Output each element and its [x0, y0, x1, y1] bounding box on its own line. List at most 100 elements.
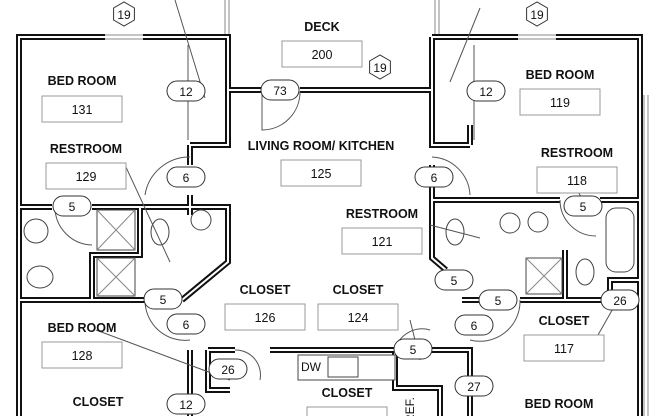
room-bedroom-119: BED ROOM 119 — [519, 68, 601, 116]
room-number: 125 — [311, 167, 332, 181]
hex-tag-text: 19 — [530, 8, 544, 22]
room-closet-bl: CLOSET — [73, 395, 124, 409]
door-tag-text: 12 — [179, 398, 193, 412]
door-tag-text: 5 — [410, 343, 417, 357]
room-number-box — [224, 303, 306, 331]
room-number-box — [45, 162, 127, 190]
door-tag: 6 — [454, 314, 494, 336]
hex-tag-text: 19 — [117, 8, 131, 22]
room-number-box — [536, 166, 618, 194]
room-label: CLOSET — [333, 283, 384, 297]
door-tag: 6 — [166, 313, 206, 335]
hexagon-icon — [369, 54, 391, 80]
door-tag-oval — [414, 166, 454, 188]
door-tag-oval — [466, 80, 506, 102]
sink-icon — [499, 212, 521, 234]
room-closet-124: CLOSET 124 — [317, 283, 399, 331]
door-tag: 6 — [166, 166, 206, 188]
room-number: 200 — [312, 48, 333, 62]
door-tag-oval — [478, 289, 518, 311]
room-label: CLOSET — [73, 395, 124, 409]
room-label: RESTROOM — [541, 146, 613, 160]
hexagon-icon — [113, 1, 135, 27]
door-tag-oval — [143, 288, 183, 310]
door-tag-text: 12 — [479, 85, 493, 99]
door-tag: 26 — [600, 289, 640, 311]
room-number-box — [306, 406, 388, 416]
hexagon-icon — [526, 1, 548, 27]
door-tag-oval — [600, 289, 640, 311]
door-tag: 73 — [260, 79, 300, 101]
room-bedroom-128: BED ROOM 128 — [41, 321, 123, 369]
room-number: 131 — [72, 103, 93, 117]
door-tag-oval — [454, 314, 494, 336]
room-label: BED ROOM — [525, 397, 594, 411]
hex-tag: 19 — [526, 1, 548, 27]
room-number-box — [317, 303, 399, 331]
room-label: BED ROOM — [48, 321, 117, 335]
room-label: RESTROOM — [50, 142, 122, 156]
refrigerator-label: REF. — [403, 397, 417, 416]
room-label: CLOSET — [240, 283, 291, 297]
door-tag-text: 6 — [431, 171, 438, 185]
door-tag-text: 12 — [179, 85, 193, 99]
room-label: BED ROOM — [526, 68, 595, 82]
room-number-box — [519, 88, 601, 116]
room-number-box — [41, 341, 123, 369]
room-number: 119 — [550, 96, 570, 110]
room-number: 124 — [348, 311, 369, 325]
door-tag-oval — [52, 195, 92, 217]
door-tag: 26 — [208, 358, 248, 380]
door-tag: 5 — [478, 289, 518, 311]
room-label: CLOSET — [539, 314, 590, 328]
room-number: 118 — [567, 174, 587, 188]
door-tag-oval — [208, 358, 248, 380]
room-number: 126 — [255, 311, 276, 325]
door-tag: 5 — [563, 195, 603, 217]
door-tag-text: 6 — [183, 171, 190, 185]
toilet-icon — [150, 218, 170, 246]
door-tag-text: 27 — [467, 380, 481, 394]
door-tag-oval — [166, 80, 206, 102]
door-tag: 12 — [166, 80, 206, 102]
hex-tag: 19 — [369, 54, 391, 80]
door-tag-text: 5 — [451, 274, 458, 288]
door-tag: 5 — [143, 288, 183, 310]
door-tag-text: 5 — [580, 200, 587, 214]
door-tag: 12 — [166, 393, 206, 415]
room-number-box — [281, 40, 363, 68]
room-number: 121 — [372, 235, 393, 249]
door-tag-oval — [166, 313, 206, 335]
bathtub-icon — [605, 207, 635, 273]
room-number-box — [280, 159, 362, 187]
toilet-icon — [575, 258, 595, 286]
room-label: DECK — [304, 20, 339, 34]
room-number: 129 — [76, 170, 97, 184]
door-tag-oval — [166, 393, 206, 415]
door-tag: 12 — [466, 80, 506, 102]
door-tag: 5 — [434, 269, 474, 291]
windows — [105, 0, 649, 416]
sink-icon — [527, 211, 549, 233]
walls — [16, 34, 643, 416]
room-number: 128 — [72, 349, 93, 363]
room-label: CLOSET — [322, 386, 373, 400]
door-tag-text: 6 — [183, 318, 190, 332]
fixtures: DW REF. — [23, 207, 635, 416]
room-closet-bc: CLOSET — [306, 386, 388, 416]
door-tag-oval — [454, 375, 494, 397]
door-tag-oval — [393, 338, 433, 360]
room-number-box — [41, 95, 123, 123]
door-tag-text: 5 — [495, 294, 502, 308]
room-deck-200: DECK 200 — [281, 20, 363, 68]
door-tag-text: 6 — [471, 319, 478, 333]
sink-icon — [190, 209, 212, 231]
kitchen-sink-icon — [327, 356, 359, 378]
door-tag: 6 — [414, 166, 454, 188]
